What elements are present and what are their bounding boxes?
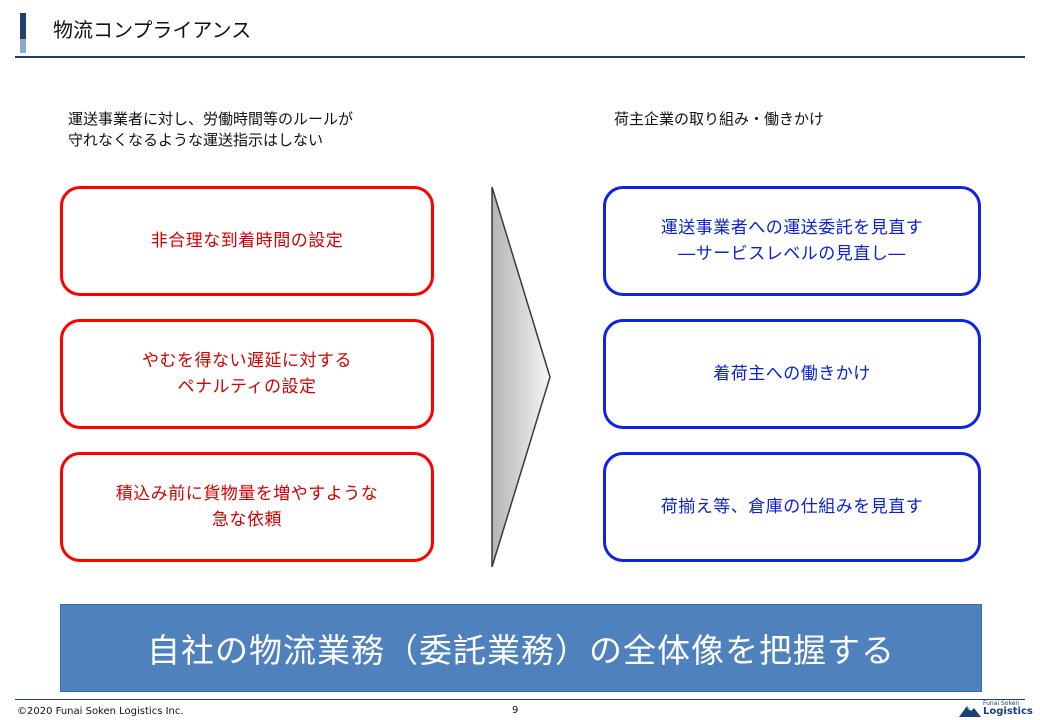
left-item-label: やむを得ない遅延に対する ペナルティの設定	[142, 351, 352, 397]
left-item-label: 非合理な到着時間の設定	[150, 231, 344, 251]
company-logo: Funai Soken Logistics	[958, 700, 1033, 719]
summary-text: 自社の物流業務（委託業務）の全体像を把握する	[147, 631, 895, 670]
title-accent-bar	[20, 13, 26, 39]
copyright-text: ©2020 Funai Soken Logistics Inc.	[17, 706, 184, 717]
page-number: 9	[512, 705, 519, 716]
left-column-caption: 運送事業者に対し、労働時間等のルールが 守れなくなるような運送指示はしない	[68, 110, 354, 149]
slide-title: 物流コンプライアンス	[53, 18, 252, 42]
left-item-box: 非合理な到着時間の設定	[60, 186, 434, 296]
logo-subtitle: Funai Soken	[983, 700, 1020, 707]
summary-banner: 自社の物流業務（委託業務）の全体像を把握する	[60, 604, 982, 692]
footer-divider	[15, 699, 1025, 700]
right-item-box: 運送事業者への運送委託を見直す ―サービスレベルの見直し―	[603, 186, 981, 296]
logo-wordmark: Logistics	[983, 706, 1033, 717]
right-item-box: 着荷主への働きかけ	[603, 319, 981, 429]
left-item-label: 積込み前に貨物量を増やすような 急な依頼	[115, 484, 379, 530]
logo-mountain-icon	[959, 706, 981, 717]
right-item-label: 荷揃え等、倉庫の仕組みを見直す	[660, 497, 924, 517]
right-column-caption: 荷主企業の取り組み・働きかけ	[614, 110, 825, 128]
left-item-box: 積込み前に貨物量を増やすような 急な依頼	[60, 452, 434, 562]
chevron-right-arrow-icon	[491, 186, 551, 568]
right-item-label: 運送事業者への運送委託を見直す ―サービスレベルの見直し―	[660, 218, 924, 264]
left-item-box: やむを得ない遅延に対する ペナルティの設定	[60, 319, 434, 429]
right-item-box: 荷揃え等、倉庫の仕組みを見直す	[603, 452, 981, 562]
right-item-label: 着荷主への働きかけ	[713, 364, 871, 384]
title-accent-bar-light	[20, 39, 26, 53]
title-divider	[15, 56, 1025, 58]
